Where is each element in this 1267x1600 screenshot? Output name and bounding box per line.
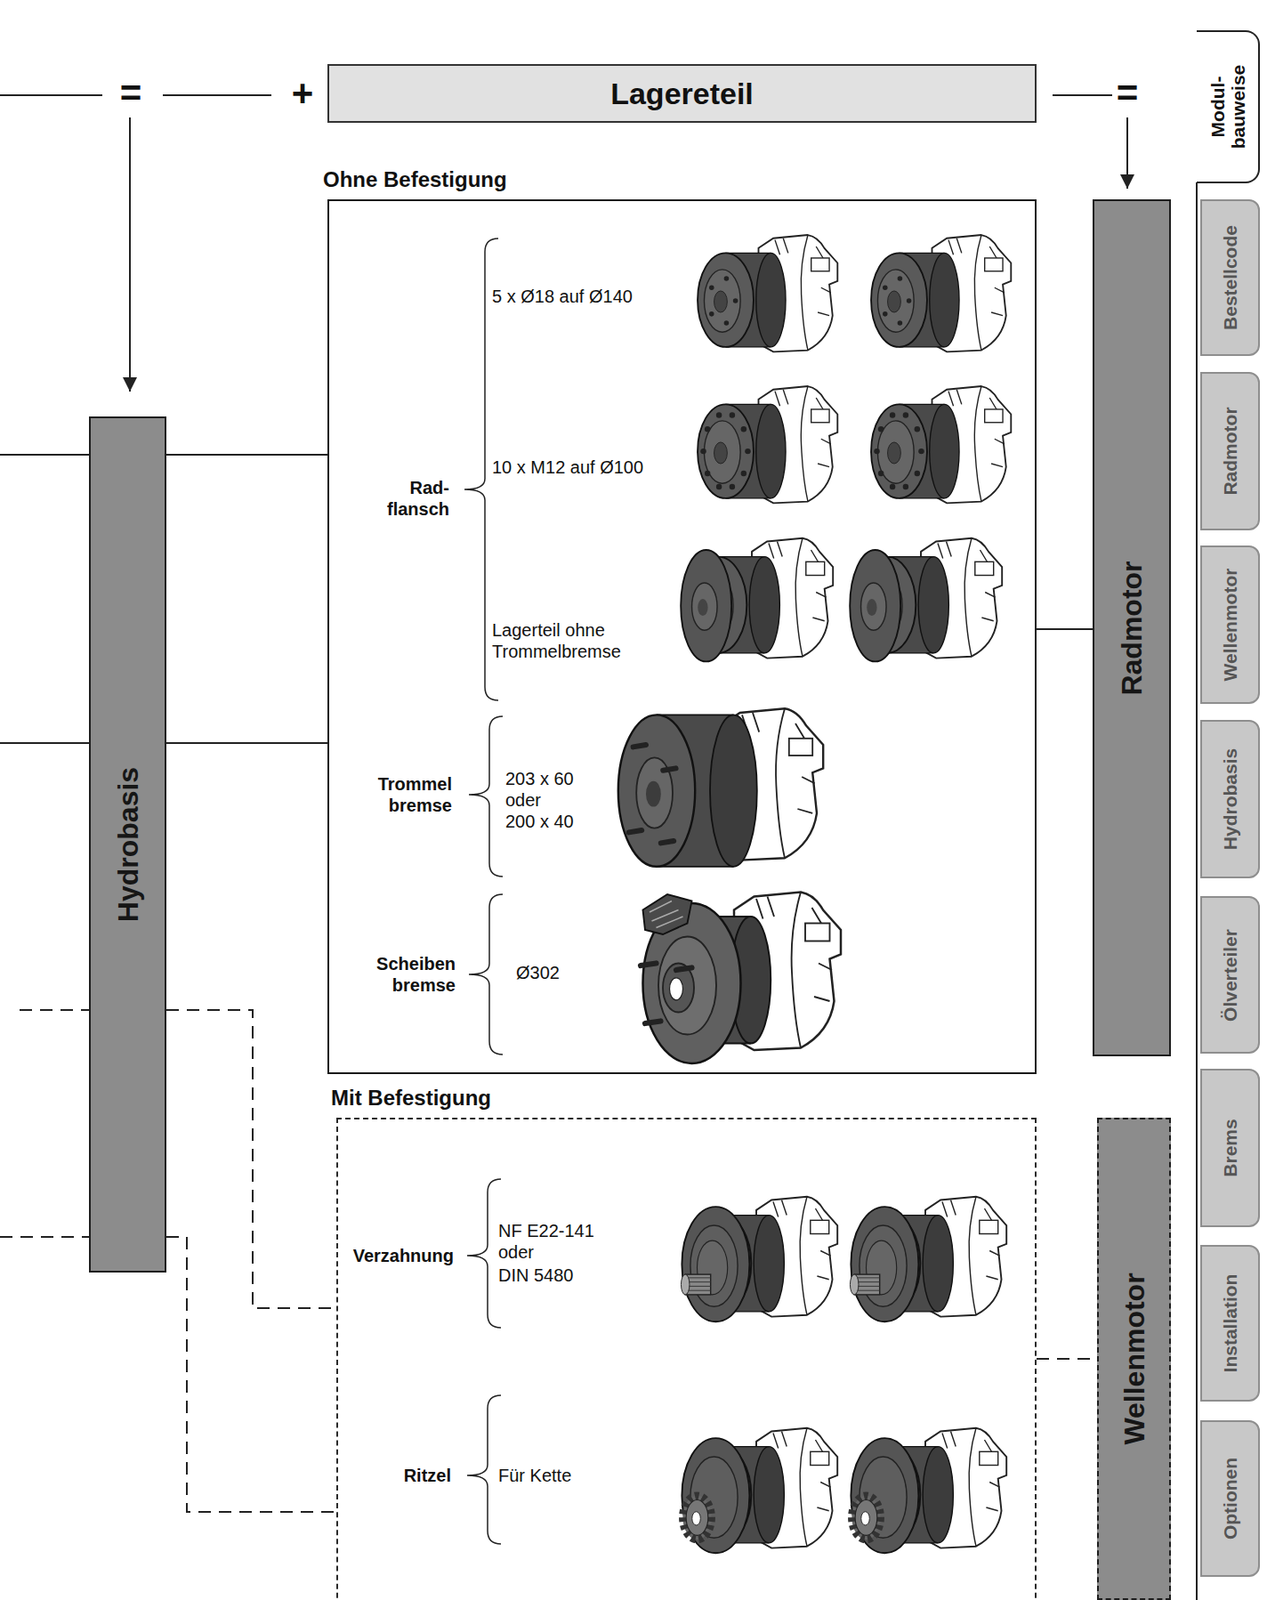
- tab-label: Radmotor: [1219, 406, 1241, 495]
- bearing-flange: [849, 549, 901, 662]
- spec-label: 5 x Ø18 auf Ø140: [492, 285, 633, 307]
- group-heading: Mit Befestigung: [330, 1085, 492, 1112]
- bolt-holes: [709, 275, 738, 326]
- motor-illustration: [871, 234, 1011, 352]
- group-label: Verzahnung: [353, 1244, 454, 1267]
- bracket: [467, 1395, 501, 1544]
- spec-label: 203 x 60: [505, 767, 574, 790]
- bar-label: Wellenmotor: [1117, 1272, 1151, 1445]
- nav-tab: Hydrobasis: [1200, 719, 1260, 879]
- equals-sign: =: [1116, 71, 1139, 116]
- tab-label: Brems: [1219, 1118, 1241, 1177]
- bolt-holes: [873, 411, 924, 490]
- bearing-flange: [680, 549, 732, 662]
- equals-sign: =: [120, 71, 143, 116]
- connector: [166, 742, 328, 744]
- connector: [166, 453, 328, 456]
- tab-label: Optionen: [1219, 1457, 1241, 1540]
- splined-shaft: [680, 1206, 750, 1322]
- group-label: Rad- flansch: [379, 476, 450, 520]
- disc-brake: [640, 894, 742, 1064]
- tab-rail: [1195, 182, 1198, 1600]
- input-line: [0, 454, 89, 743]
- group-frame: Ohne Befestigung: [327, 199, 1037, 1074]
- group-heading: Ohne Befestigung: [322, 167, 508, 194]
- flow-arrow: [129, 117, 131, 392]
- spec-label: Lagerteil ohne Trommelbremse: [492, 619, 648, 662]
- module-box: Lagereteil: [327, 64, 1037, 123]
- group-frame: Mit Befestigung: [336, 1117, 1037, 1600]
- spec-label: DIN 5480: [498, 1264, 574, 1286]
- nav-tab: Optionen: [1200, 1420, 1260, 1577]
- nav-tab: Installation: [1200, 1244, 1260, 1402]
- splined-shaft: [849, 1206, 919, 1322]
- nav-tab: Modul- bauweise: [1196, 30, 1260, 184]
- module-bar: Wellenmotor: [1097, 1117, 1171, 1600]
- module-bar: Hydrobasis: [88, 416, 167, 1273]
- motor-illustration: [871, 386, 1011, 503]
- bracket: [467, 1178, 501, 1328]
- nav-tab: Radmotor: [1200, 371, 1260, 531]
- input-line-dashed: [0, 1009, 89, 1237]
- bracket: [468, 716, 503, 877]
- tab-label: Ölverteiler: [1219, 928, 1241, 1022]
- module-title: Lagereteil: [610, 76, 754, 112]
- motor-illustration: [697, 234, 838, 352]
- spec-label: 10 x M12 auf Ø100: [492, 456, 644, 478]
- tab-label: Installation: [1219, 1274, 1241, 1373]
- spec-label: Ø302: [516, 961, 560, 984]
- bar-label: Radmotor: [1115, 560, 1149, 695]
- connector: [1036, 628, 1093, 630]
- flow-arrow: [1126, 117, 1129, 189]
- motor-illustration: [697, 386, 838, 503]
- sprocket: [681, 1437, 750, 1553]
- connector: [166, 1009, 337, 1308]
- tab-label: Bestellcode: [1219, 225, 1241, 331]
- nav-tab: Wellenmotor: [1200, 545, 1260, 704]
- nav-tab: Brems: [1200, 1068, 1260, 1227]
- bolt-holes: [700, 411, 751, 490]
- bracket: [468, 894, 503, 1055]
- spec-label: oder: [505, 789, 541, 811]
- nav-tab: Bestellcode: [1200, 199, 1260, 356]
- connector: [1036, 1357, 1098, 1360]
- tab-label: Modul- bauweise: [1206, 62, 1248, 152]
- nav-tab: Ölverteiler: [1200, 895, 1260, 1054]
- spec-label: Für Kette: [498, 1464, 572, 1486]
- spec-label: NF E22-141: [498, 1219, 595, 1242]
- group-label: Scheiben bremse: [364, 952, 456, 996]
- sprocket: [850, 1437, 919, 1553]
- module-bar: Radmotor: [1092, 199, 1171, 1057]
- spec-label: 200 x 40: [505, 810, 574, 832]
- group-label: Trommel bremse: [363, 773, 452, 816]
- drum-brake: [618, 714, 758, 866]
- spec-label: oder: [498, 1241, 534, 1263]
- tab-label: Hydrobasis: [1219, 748, 1241, 850]
- connector: [166, 1236, 337, 1512]
- group-label: Ritzel: [403, 1464, 452, 1486]
- plus-sign: +: [291, 71, 315, 116]
- tab-label: Wellenmotor: [1219, 568, 1241, 682]
- bar-label: Hydrobasis: [111, 766, 145, 922]
- bolt-holes: [882, 275, 912, 326]
